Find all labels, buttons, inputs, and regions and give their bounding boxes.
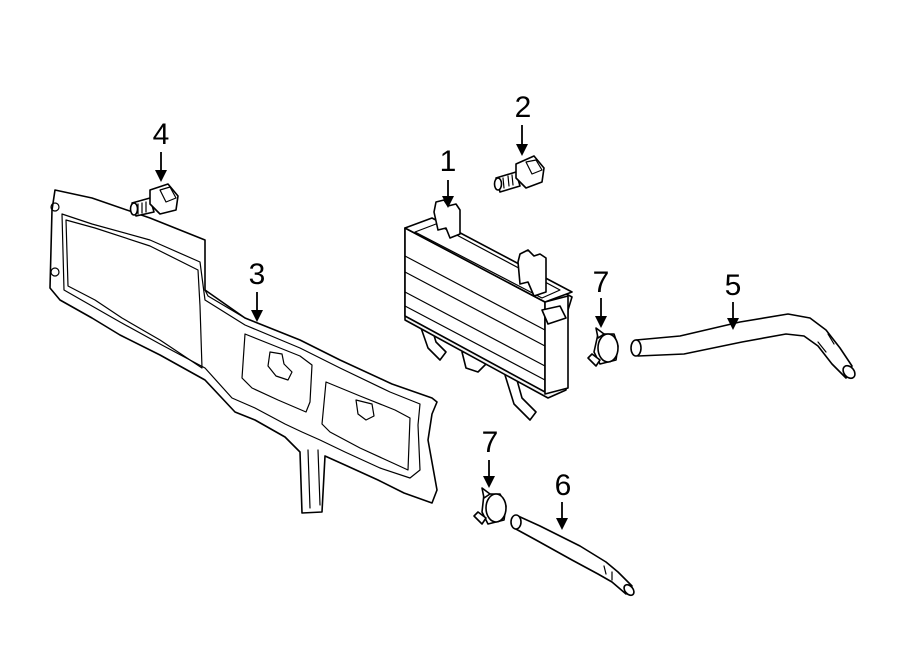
callout-arrows (155, 125, 739, 530)
arrow-7-upper (595, 298, 607, 328)
support-panel[interactable] (49, 189, 438, 514)
arrow-4 (155, 152, 167, 182)
arrow-2 (516, 125, 528, 156)
oil-cooler[interactable] (404, 199, 573, 421)
cooler-bolt[interactable] (493, 155, 545, 193)
arrow-6 (556, 502, 568, 530)
upper-hose[interactable] (630, 313, 857, 381)
panel-bolt[interactable] (129, 183, 179, 217)
hose-clamp-upper[interactable] (587, 327, 619, 367)
callout-7-upper: 7 (593, 266, 610, 299)
callout-1: 1 (440, 145, 457, 178)
hose-clamp-lower[interactable] (473, 487, 507, 525)
callout-4: 4 (153, 118, 170, 151)
arrow-7-lower (483, 460, 495, 488)
arrow-3 (251, 292, 263, 322)
callout-6: 6 (555, 469, 572, 502)
arrow-1 (442, 180, 454, 208)
lower-hose[interactable] (510, 514, 636, 597)
arrow-5 (727, 302, 739, 330)
callout-3: 3 (249, 258, 266, 291)
callout-2: 2 (515, 91, 532, 124)
callout-5: 5 (725, 269, 742, 302)
callout-7-lower: 7 (482, 426, 499, 459)
